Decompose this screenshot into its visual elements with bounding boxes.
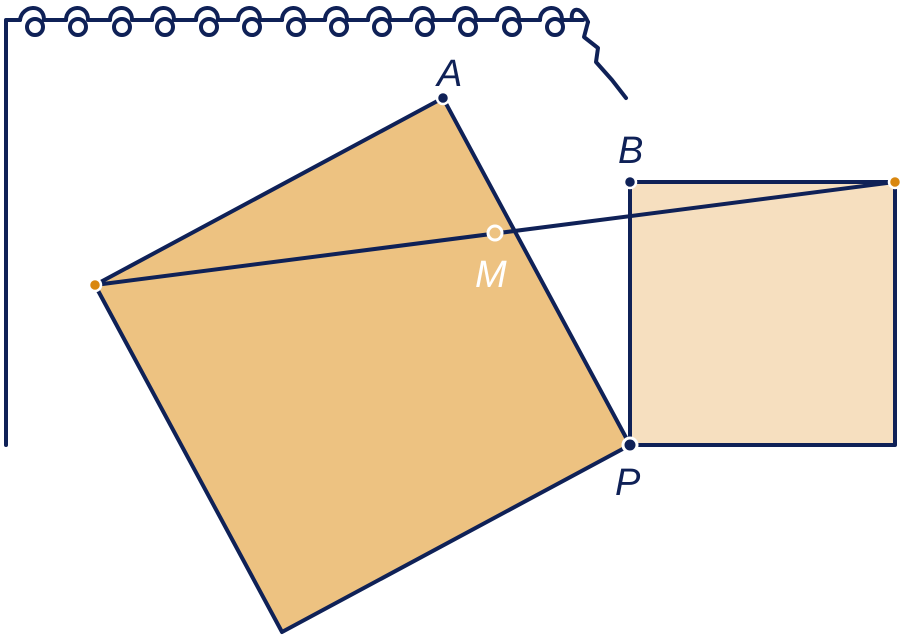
point-right-vertex — [887, 174, 903, 190]
small-square — [628, 180, 897, 447]
notebook-torn-edge — [582, 20, 628, 100]
spiral-ring — [280, 6, 327, 22]
label-p: P — [615, 462, 641, 504]
spiral-ring — [194, 6, 240, 22]
spiral-ring — [452, 6, 499, 22]
spiral-ring — [150, 6, 198, 22]
point-left-vertex — [87, 277, 103, 293]
spiral-hole — [25, 17, 45, 37]
point-m — [486, 224, 504, 242]
spiral-ring — [108, 6, 154, 22]
spiral-hole — [242, 17, 262, 37]
point-p — [621, 436, 639, 454]
spiral-ring — [64, 6, 112, 22]
spiral-hole — [545, 17, 565, 37]
spiral-hole — [199, 17, 219, 37]
spiral-hole — [329, 17, 349, 37]
spiral-hole — [68, 17, 88, 37]
label-b: B — [618, 130, 643, 172]
spiral-ring — [18, 6, 68, 22]
spiral-hole — [112, 17, 132, 37]
spiral-ring — [366, 6, 413, 22]
large-square — [93, 96, 632, 634]
spiral-ring — [495, 6, 542, 22]
spiral-ring — [409, 6, 456, 22]
spiral-ring — [323, 6, 370, 22]
spiral-hole — [286, 17, 306, 37]
label-m: M — [475, 254, 507, 296]
spiral-hole — [372, 17, 392, 37]
spiral-ring — [569, 7, 590, 24]
spiral-binding — [18, 6, 590, 37]
spiral-hole — [458, 17, 478, 37]
point-a — [435, 90, 451, 106]
label-a: A — [435, 53, 462, 95]
spiral-ring — [236, 6, 284, 22]
spiral-hole — [415, 17, 435, 37]
spiral-hole — [155, 17, 175, 37]
notebook-left-edge — [4, 18, 22, 447]
spiral-hole — [502, 17, 522, 37]
notebook-page — [4, 6, 628, 447]
point-b — [622, 174, 638, 190]
